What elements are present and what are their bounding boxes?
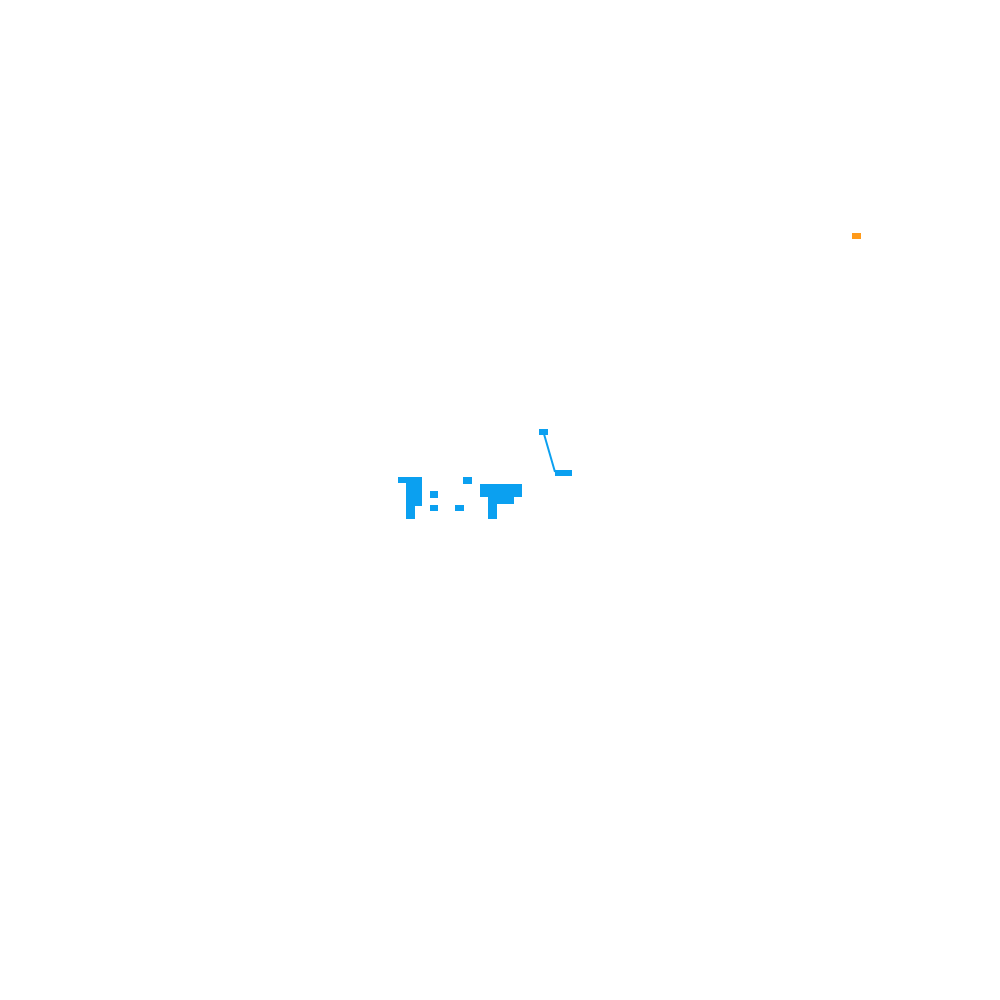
blue-pixel-cluster [398,477,522,519]
pixel-block [488,504,497,519]
pixel-dot [455,505,464,511]
pixel-block [398,477,422,483]
pixel-dot [463,477,472,484]
pixel-dot [430,505,438,511]
pixel-block [488,497,514,504]
line-bottom-cap [555,470,572,476]
pixel-dot [430,491,438,498]
pixel-block [406,483,422,506]
diagonal-stroke [543,433,556,473]
blue-line-segment [539,429,572,476]
pixel-block [480,484,522,497]
pixel-block [406,506,415,519]
line-top-cap [539,429,548,435]
orange-marker [852,233,861,239]
